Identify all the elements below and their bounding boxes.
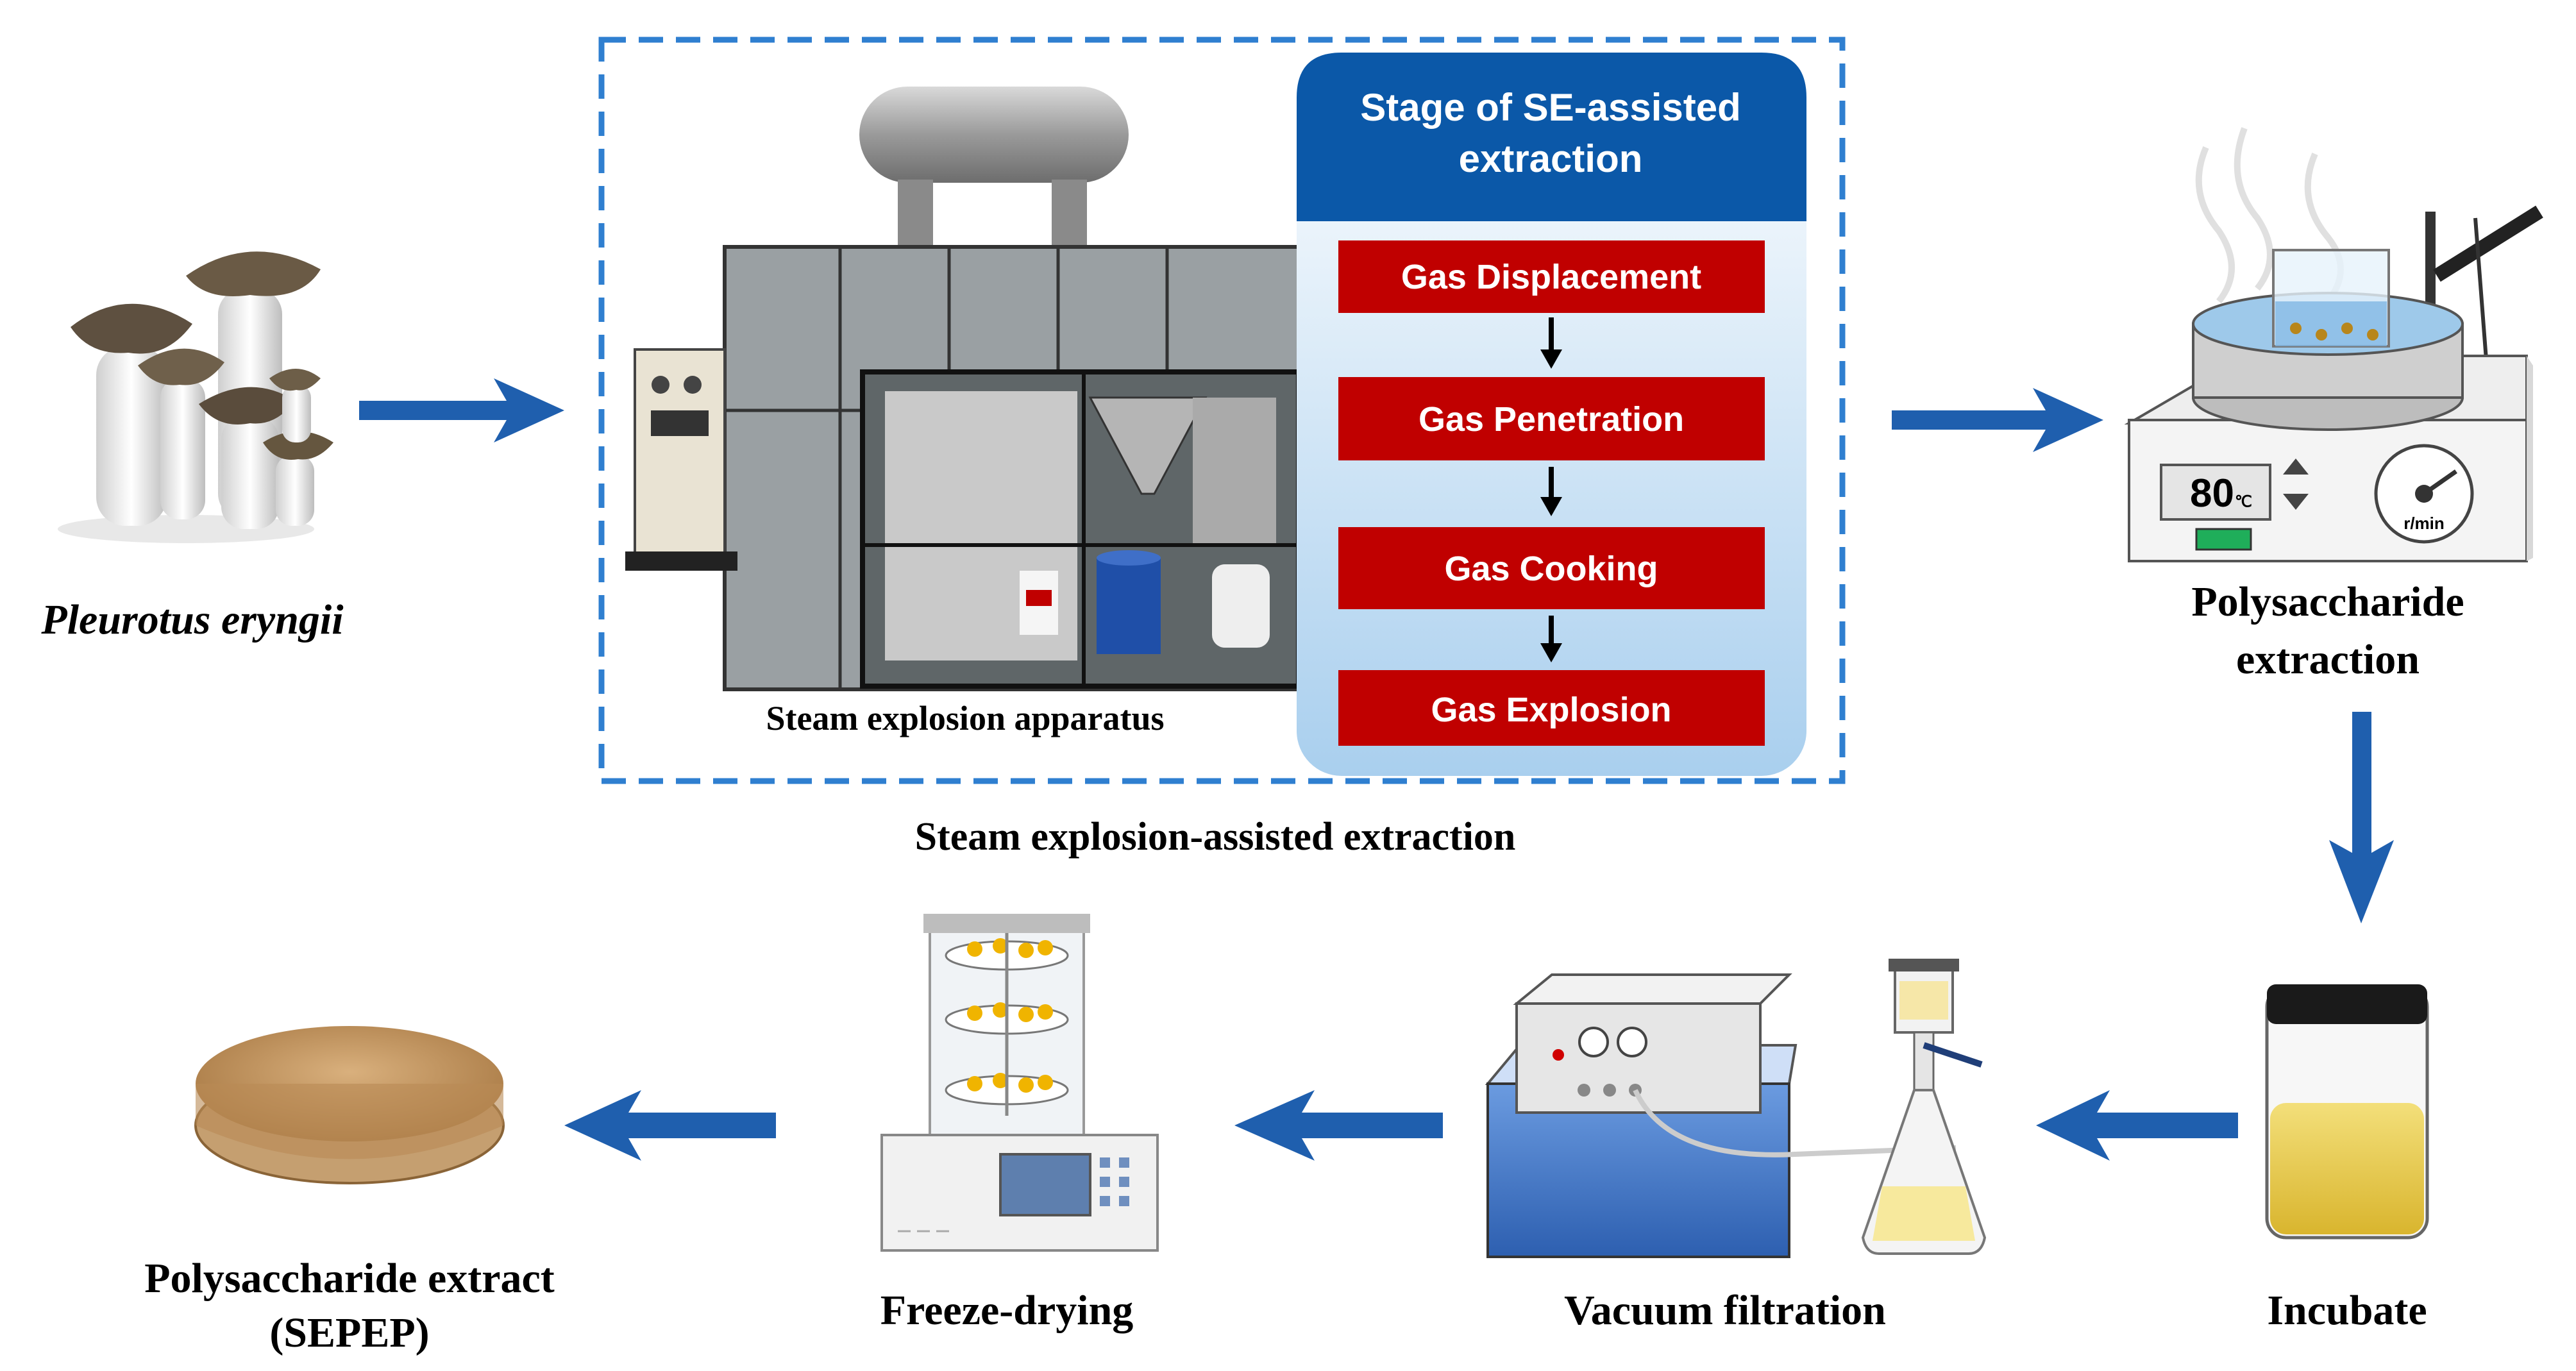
step-label-gas-penetration: Gas Penetration (1418, 400, 1684, 439)
se-group-label: Steam explosion-assisted extraction (915, 815, 1516, 859)
freeze-dryer-illustration (880, 914, 1159, 1252)
apparatus-label: Steam explosion apparatus (766, 699, 1164, 737)
step-arrow-3 (1540, 616, 1562, 662)
stirrer-temperature-unit: ℃ (2235, 493, 2252, 510)
vacuum-filtration-label: Vacuum filtration (1564, 1287, 1886, 1334)
incubate-label: Incubate (2267, 1287, 2427, 1334)
step-label-gas-displacement: Gas Displacement (1401, 258, 1701, 296)
arrow-to-freeze-drying (1234, 1090, 1443, 1161)
polysaccharide-extraction-label-line2: extraction (2236, 636, 2420, 683)
step-label-gas-explosion: Gas Explosion (1431, 691, 1671, 729)
stirrer-temperature: 80 (2190, 471, 2234, 516)
step-box-gas-displacement (1338, 240, 1765, 313)
step-arrow-2 (1540, 467, 1562, 516)
polysaccharide-extract-label-line1: Polysaccharide extract (144, 1255, 555, 1302)
stage-title-line1: Stage of SE-assisted (1360, 86, 1741, 129)
hotplate-stirrer-illustration (2124, 127, 2543, 562)
step-box-gas-cooking (1338, 527, 1765, 609)
step-box-gas-explosion (1338, 670, 1765, 746)
freeze-drying-label: Freeze-drying (880, 1287, 1134, 1334)
stage-title-line2: extraction (1459, 137, 1643, 180)
incubate-bottle-illustration (2265, 984, 2429, 1240)
step-box-gas-penetration (1338, 377, 1765, 460)
arrow-to-polysaccharide-extraction (1892, 388, 2103, 452)
arrow-to-vacuum-filtration (2036, 1090, 2238, 1161)
mushroom-illustration (58, 251, 333, 543)
polysaccharide-powder-dish-illustration (194, 1026, 505, 1184)
vacuum-filtration-illustration (1485, 959, 1987, 1258)
step-arrow-1 (1540, 317, 1562, 369)
steam-explosion-apparatus-photo (625, 87, 1317, 691)
arrow-to-incubate (2329, 712, 2394, 923)
mushroom-label: Pleurotus eryngii (40, 596, 344, 643)
stirrer-speed-unit: r/min (2403, 514, 2445, 533)
step-label-gas-cooking: Gas Cooking (1444, 550, 1658, 588)
arrow-to-polysaccharide-extract (564, 1090, 776, 1161)
se-group-border (598, 37, 1846, 784)
polysaccharide-extraction-label-line1: Polysaccharide (2191, 578, 2464, 625)
polysaccharide-extract-label-line2: (SEPEP) (269, 1309, 429, 1356)
arrow-to-apparatus (359, 378, 564, 442)
